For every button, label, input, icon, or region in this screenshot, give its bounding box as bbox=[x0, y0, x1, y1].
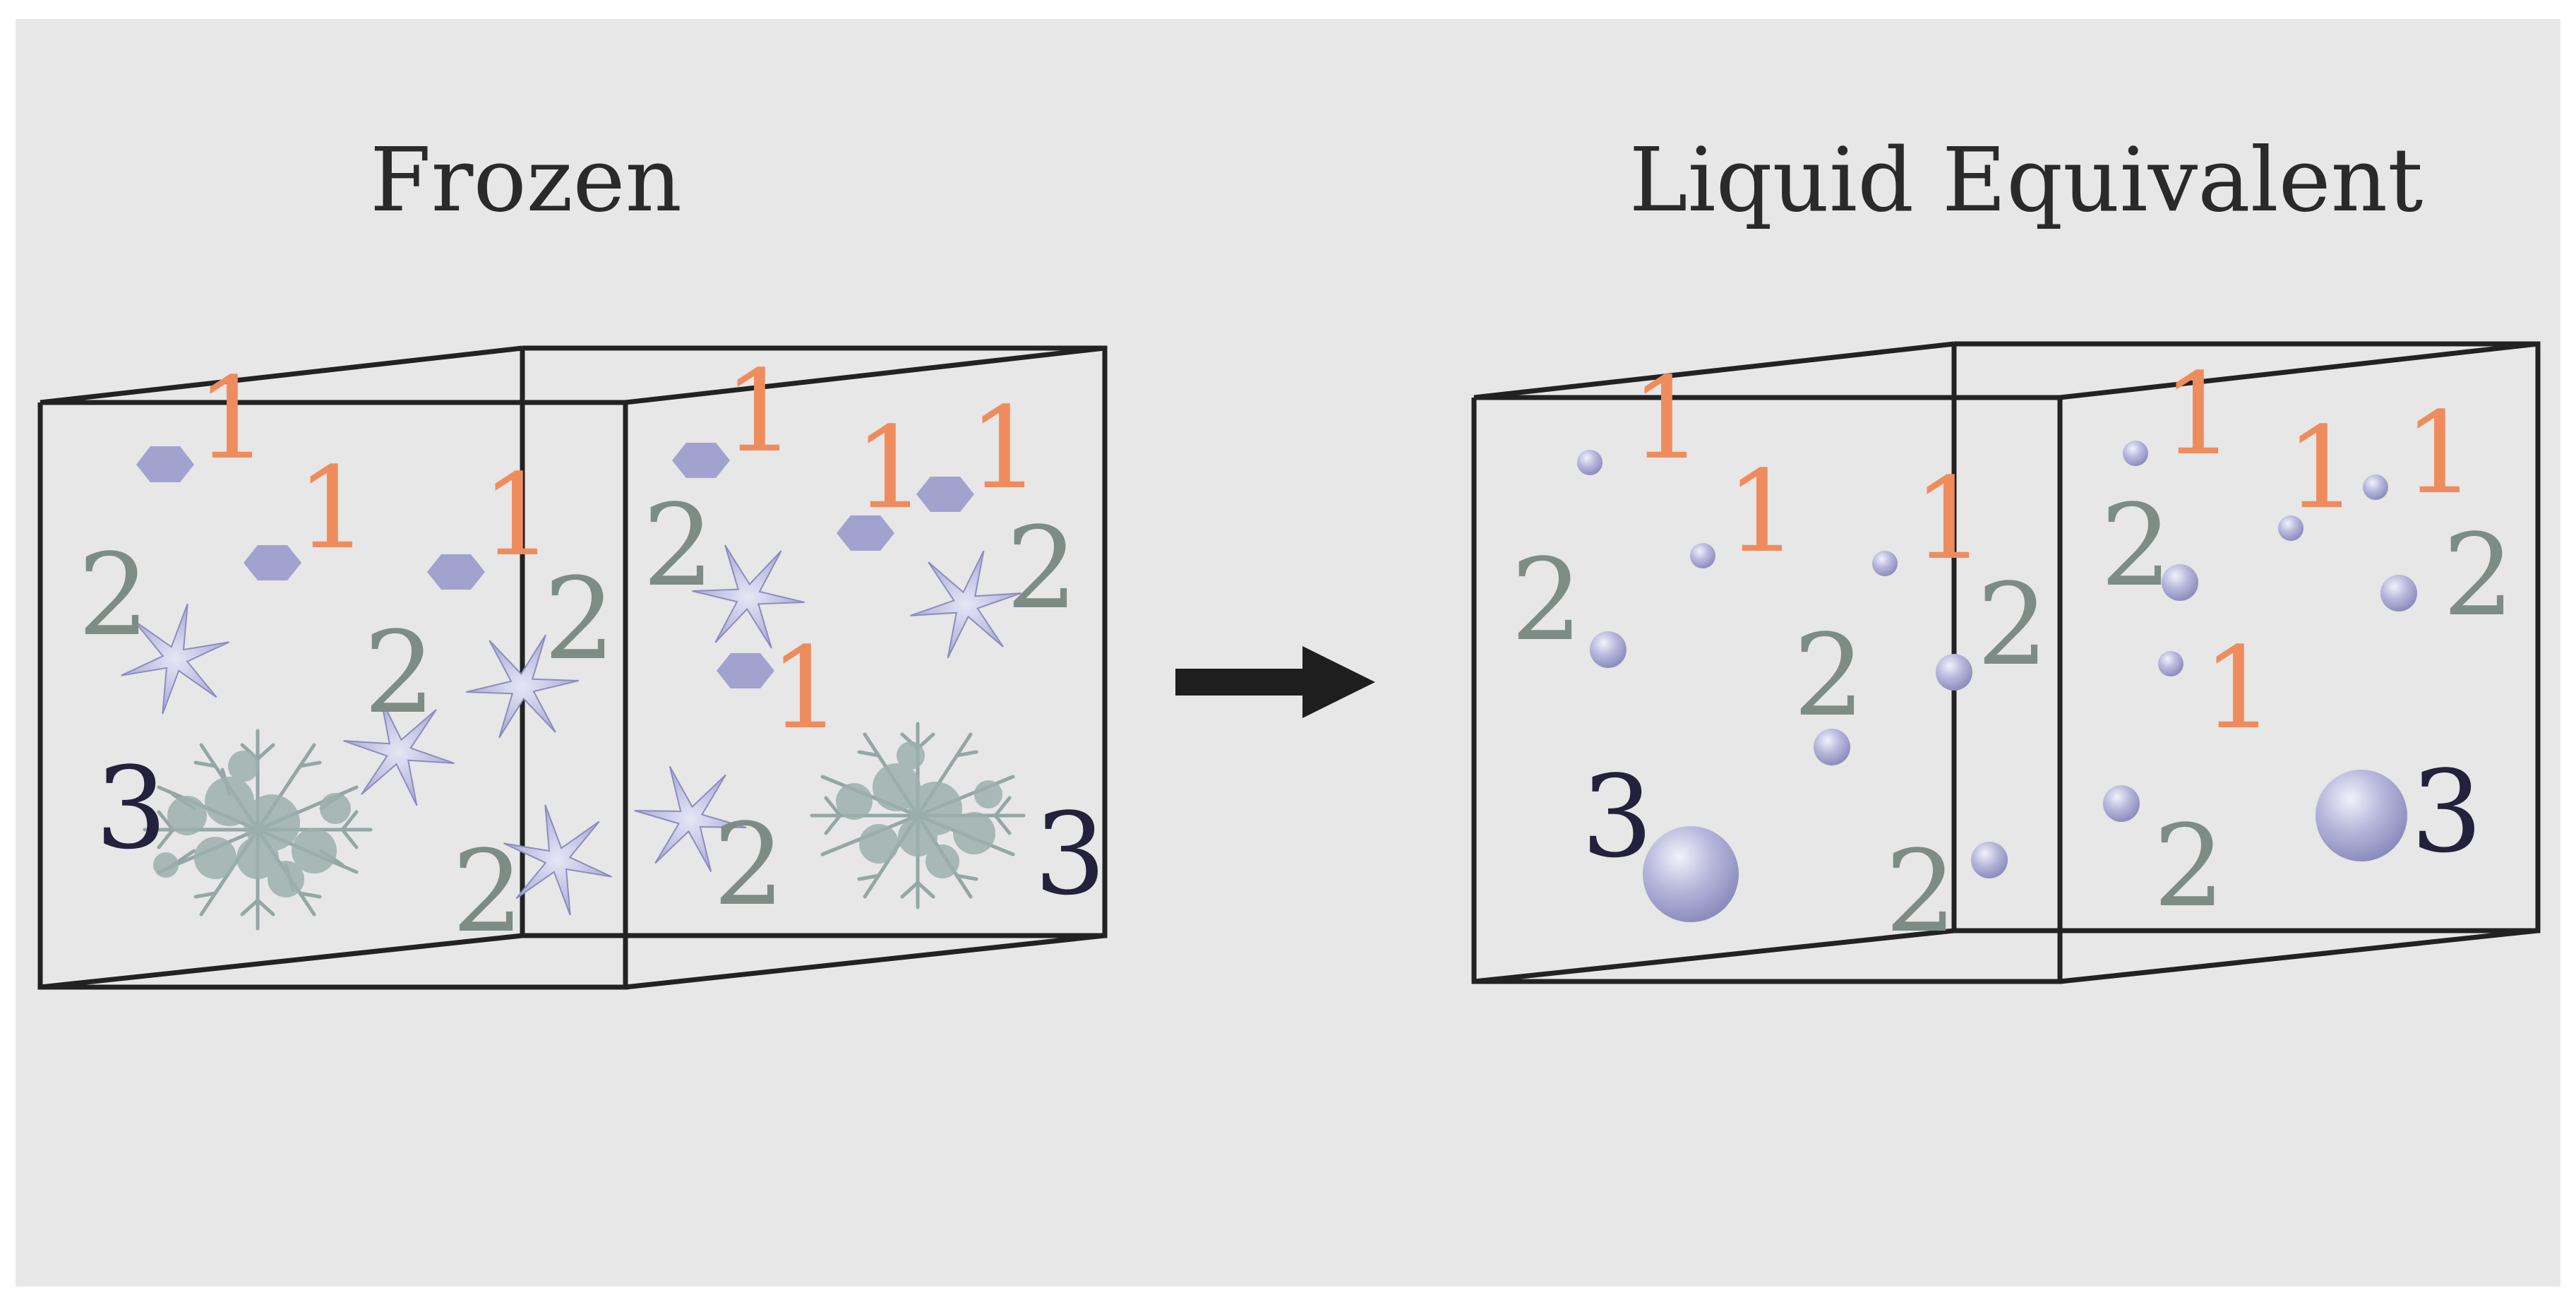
sphere-particle-icon bbox=[1936, 654, 1972, 691]
label-category-3: 3 bbox=[95, 742, 167, 874]
sphere-particle-icon bbox=[2380, 575, 2417, 611]
label-category-1: 1 bbox=[2286, 402, 2358, 534]
hexagon-particle-icon bbox=[717, 653, 774, 688]
label-category-2: 2 bbox=[78, 529, 150, 661]
label-category-2: 2 bbox=[642, 479, 714, 611]
star-particle-icon bbox=[910, 550, 1022, 659]
panel-title-liquid-equivalent: Liquid Equivalent bbox=[1629, 129, 2424, 232]
star-particle-icon bbox=[466, 634, 579, 739]
arrow-shaft bbox=[1175, 669, 1317, 696]
hexagon-particle-icon bbox=[837, 515, 894, 551]
sphere-particle-icon bbox=[2363, 475, 2388, 500]
label-category-1: 1 bbox=[1913, 453, 1985, 585]
frozen-box-edge-top-right bbox=[625, 345, 1106, 405]
liquid-equivalent-box bbox=[1471, 341, 2541, 984]
hexagon-particle-icon bbox=[916, 477, 974, 512]
star-particle-icon bbox=[503, 804, 612, 916]
sphere-particle-icon bbox=[1590, 631, 1627, 668]
diagram-background bbox=[16, 19, 2560, 1287]
label-category-2: 2 bbox=[364, 607, 436, 739]
sphere-particle-icon bbox=[1577, 450, 1602, 475]
label-category-3: 3 bbox=[2411, 746, 2483, 878]
label-category-2: 2 bbox=[1511, 534, 1583, 666]
label-category-1: 1 bbox=[769, 622, 841, 754]
label-category-2: 2 bbox=[2153, 800, 2225, 932]
label-category-3: 3 bbox=[1034, 788, 1106, 920]
label-category-2: 2 bbox=[1885, 825, 1957, 957]
label-category-2: 2 bbox=[452, 825, 524, 957]
label-category-1: 1 bbox=[854, 402, 926, 534]
frozen-box-edge-bottom-left bbox=[40, 933, 523, 990]
hexagon-particle-icon bbox=[244, 545, 301, 580]
label-category-2: 2 bbox=[2443, 509, 2515, 641]
label-category-1: 1 bbox=[1631, 352, 1703, 484]
right-arrow-icon bbox=[1175, 646, 1375, 718]
label-category-2: 2 bbox=[2100, 479, 2172, 611]
label-category-1: 1 bbox=[2162, 348, 2234, 480]
frozen-labels: 1 1 1 1 1 1 1 2 2 2 2 2 2 2 3 3 bbox=[78, 345, 1106, 957]
label-category-1: 1 bbox=[1726, 446, 1798, 578]
dendrite-crystal-icon bbox=[810, 722, 1026, 909]
liquid-box-edge-bottom-right bbox=[2059, 928, 2539, 984]
star-particle-icon bbox=[692, 544, 805, 649]
sphere-particle-icon bbox=[2123, 441, 2148, 466]
label-category-1: 1 bbox=[969, 382, 1041, 514]
sphere-particle-icon bbox=[1690, 543, 1715, 568]
label-category-2: 2 bbox=[1793, 609, 1865, 741]
hexagon-particle-icon bbox=[136, 443, 974, 688]
star-particle-icon bbox=[121, 603, 229, 715]
sphere-particle-icon bbox=[1971, 842, 2008, 878]
label-category-2: 2 bbox=[1006, 502, 1078, 634]
liquid-box-edge-top-left bbox=[1473, 341, 1955, 400]
label-category-1: 1 bbox=[2404, 387, 2476, 519]
sphere-particle-icon bbox=[2316, 770, 2407, 861]
hexagon-particle-icon bbox=[136, 446, 194, 482]
sphere-particle-icon bbox=[1814, 729, 1850, 765]
sphere-particle-icon bbox=[2158, 651, 2183, 676]
liquid-labels: 1 1 1 1 1 1 1 2 2 2 2 2 2 2 3 3 bbox=[1511, 348, 2515, 957]
sphere-particle-icon bbox=[1643, 826, 1739, 922]
sphere-particle-icon bbox=[2162, 564, 2198, 601]
arrow-head bbox=[1302, 646, 1375, 718]
frozen-box-edge-top-left bbox=[40, 345, 523, 405]
hexagon-particle-icon bbox=[672, 443, 730, 478]
star-particle-icon bbox=[634, 766, 747, 872]
liquid-box-edge-top-right bbox=[2059, 341, 2539, 400]
label-category-3: 3 bbox=[1581, 751, 1653, 883]
label-category-1: 1 bbox=[196, 352, 268, 484]
label-category-1: 1 bbox=[481, 449, 553, 581]
label-category-2: 2 bbox=[713, 799, 785, 931]
frozen-box-edge-bottom-right bbox=[625, 933, 1106, 990]
sphere-particle-icon bbox=[2103, 785, 2140, 822]
label-category-2: 2 bbox=[544, 553, 616, 685]
hexagon-particle-icon bbox=[427, 554, 485, 590]
star-particle-icon bbox=[343, 698, 455, 806]
label-category-2: 2 bbox=[1977, 559, 2049, 691]
label-category-1: 1 bbox=[2203, 622, 2275, 754]
dendrite-crystal-icon bbox=[143, 729, 373, 931]
frozen-box bbox=[37, 345, 1108, 990]
sphere-particle-icon bbox=[2278, 515, 2304, 541]
liquid-box-edge-bottom-left bbox=[1473, 928, 1955, 984]
label-category-1: 1 bbox=[724, 345, 796, 477]
panel-title-frozen: Frozen bbox=[370, 129, 682, 232]
sphere-particle-icon bbox=[1872, 551, 1898, 576]
label-category-1: 1 bbox=[296, 442, 369, 574]
